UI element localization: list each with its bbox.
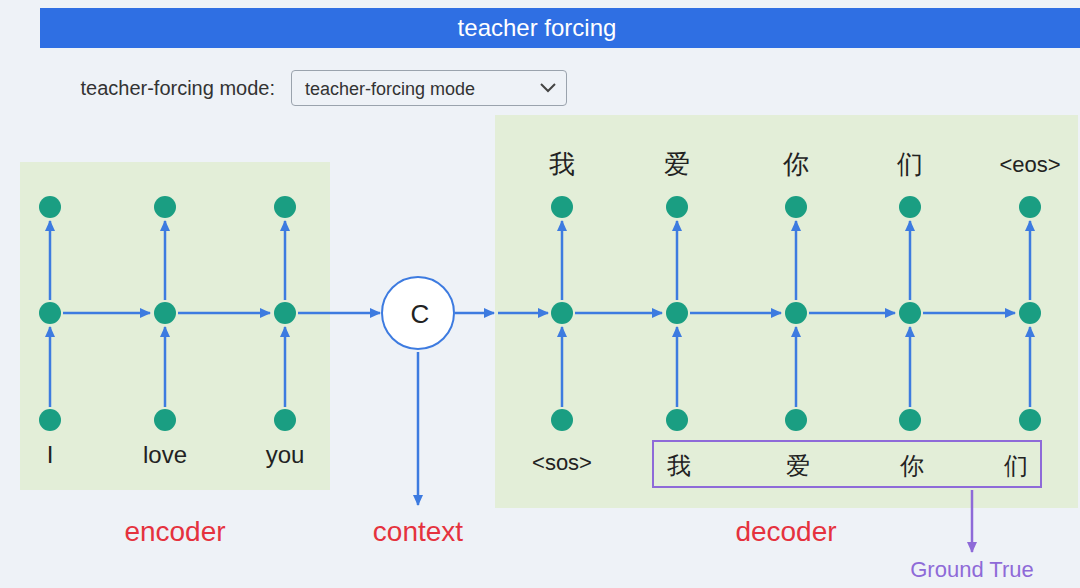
title-bar: teacher forcing [40,8,1080,48]
ground-truth-label: Ground True [910,557,1034,582]
dropdown-text: teacher-forcing mode [305,79,475,100]
ground-truth-leader [971,490,974,552]
rnn-arrows [50,221,1030,505]
output-token: 爱 [664,150,690,180]
dropdown-chevron [541,84,555,91]
input-word: you [266,441,305,469]
context-circle: C [381,276,455,350]
title-text: teacher forcing [458,14,617,42]
input-word: I [47,441,54,469]
token-text: 我 [667,452,691,480]
flow-arrow [455,312,494,315]
dropdown-box: teacher-forcing mode [291,70,567,106]
output-token: 们 [897,150,923,180]
control-label: teacher-forcing mode: [80,77,275,100]
panel-heading: decoder [735,516,836,548]
encoder-panel: encoder [20,162,330,490]
input-word: love [143,441,187,469]
context-label: context [373,516,463,548]
decoder-panel-fill [495,115,1078,508]
start-token: <sos> [532,450,592,475]
token-text: 你 [900,452,924,480]
output-token: 我 [549,150,575,180]
flow-arrow [330,312,380,315]
ground-truth-box: 我爱你们 [652,440,1042,488]
context-symbol: C [411,300,430,330]
token-text: 们 [1004,452,1028,480]
output-token: 你 [783,150,809,180]
encoder-panel-fill [20,162,330,490]
end-token: <eos> [999,152,1060,177]
rnn-dots [39,196,1041,431]
token-text: 爱 [786,452,810,480]
panel-heading: encoder [124,516,225,548]
